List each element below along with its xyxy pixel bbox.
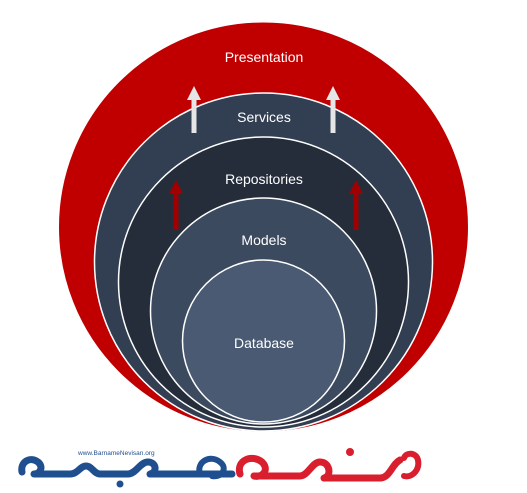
layer-label-repositories: Repositories [225,171,303,187]
logo-red-hook [401,450,422,480]
layer-database-circle [181,259,346,423]
layer-label-services: Services [237,109,291,125]
services-arrow-right [326,86,340,133]
barnamenevisan-logo: www.BarnameNevisan.org [18,448,422,488]
logo-url-text: www.BarnameNevisan.org [77,450,155,457]
layer-label-database: Database [234,335,294,351]
logo-red-dot [346,448,354,456]
repositories-arrow-right [349,180,363,230]
logo-blue-loop [196,455,227,480]
logo-blue-dot [116,480,124,488]
logo-red-stroke [235,455,404,482]
layer-label-models: Models [241,232,286,248]
layer-label-presentation: Presentation [225,49,304,65]
logo-blue-stroke [18,456,236,478]
services-arrow-left [187,86,201,133]
repositories-arrow-left [169,180,183,230]
